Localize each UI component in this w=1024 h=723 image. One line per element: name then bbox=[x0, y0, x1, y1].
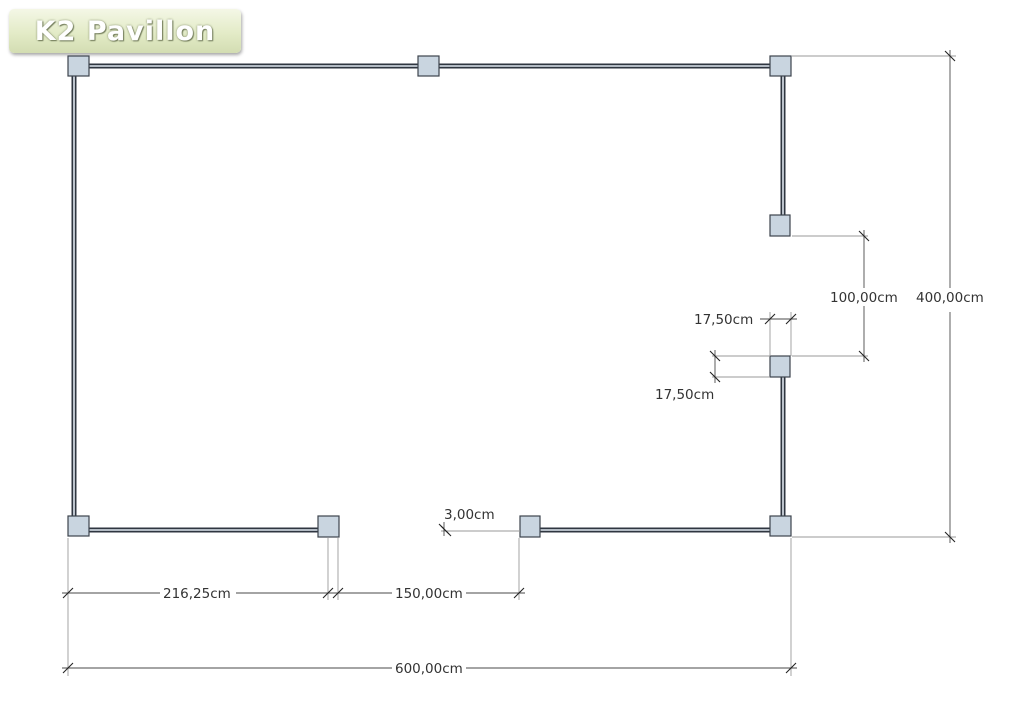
logo-text: K2 Pavillon bbox=[34, 15, 216, 47]
label-front-opening: 150,00cm bbox=[395, 586, 463, 602]
post-bottom-left bbox=[67, 515, 90, 537]
walls bbox=[71, 63, 786, 533]
post-top-middle bbox=[417, 55, 440, 77]
post-top-right bbox=[769, 55, 792, 77]
dimension-post-width-horizontal: 17,50cm bbox=[694, 312, 797, 328]
label-front-left-wall: 216,25cm bbox=[163, 586, 231, 602]
dimension-side-opening: 100,00cm bbox=[829, 230, 901, 362]
post-bottom-door-right bbox=[519, 515, 541, 538]
post-right-opening-top bbox=[769, 214, 791, 237]
dimension-total-depth: 400,00cm bbox=[915, 50, 987, 543]
k2-pavillon-logo: K2 Pavillon bbox=[9, 9, 241, 53]
post-bottom-right bbox=[769, 515, 792, 537]
label-total-width: 600,00cm bbox=[395, 661, 463, 677]
dimension-wall-gap: 3,00cm bbox=[438, 507, 495, 537]
label-post-width-horizontal: 17,50cm bbox=[694, 312, 753, 328]
extension-lines bbox=[67, 55, 956, 676]
posts bbox=[67, 55, 792, 538]
dimension-front-segments: 216,25cm 150,00cm bbox=[62, 586, 525, 602]
label-wall-gap: 3,00cm bbox=[444, 507, 495, 523]
dimension-post-width-vertical: 17,50cm bbox=[655, 350, 721, 403]
post-bottom-door-left bbox=[317, 515, 340, 538]
post-right-opening-bottom bbox=[769, 355, 791, 378]
label-post-width-vertical: 17,50cm bbox=[655, 387, 714, 403]
label-total-depth: 400,00cm bbox=[916, 290, 984, 306]
dimension-total-width: 600,00cm bbox=[62, 661, 797, 677]
post-top-left bbox=[67, 55, 90, 77]
label-side-opening: 100,00cm bbox=[830, 290, 898, 306]
